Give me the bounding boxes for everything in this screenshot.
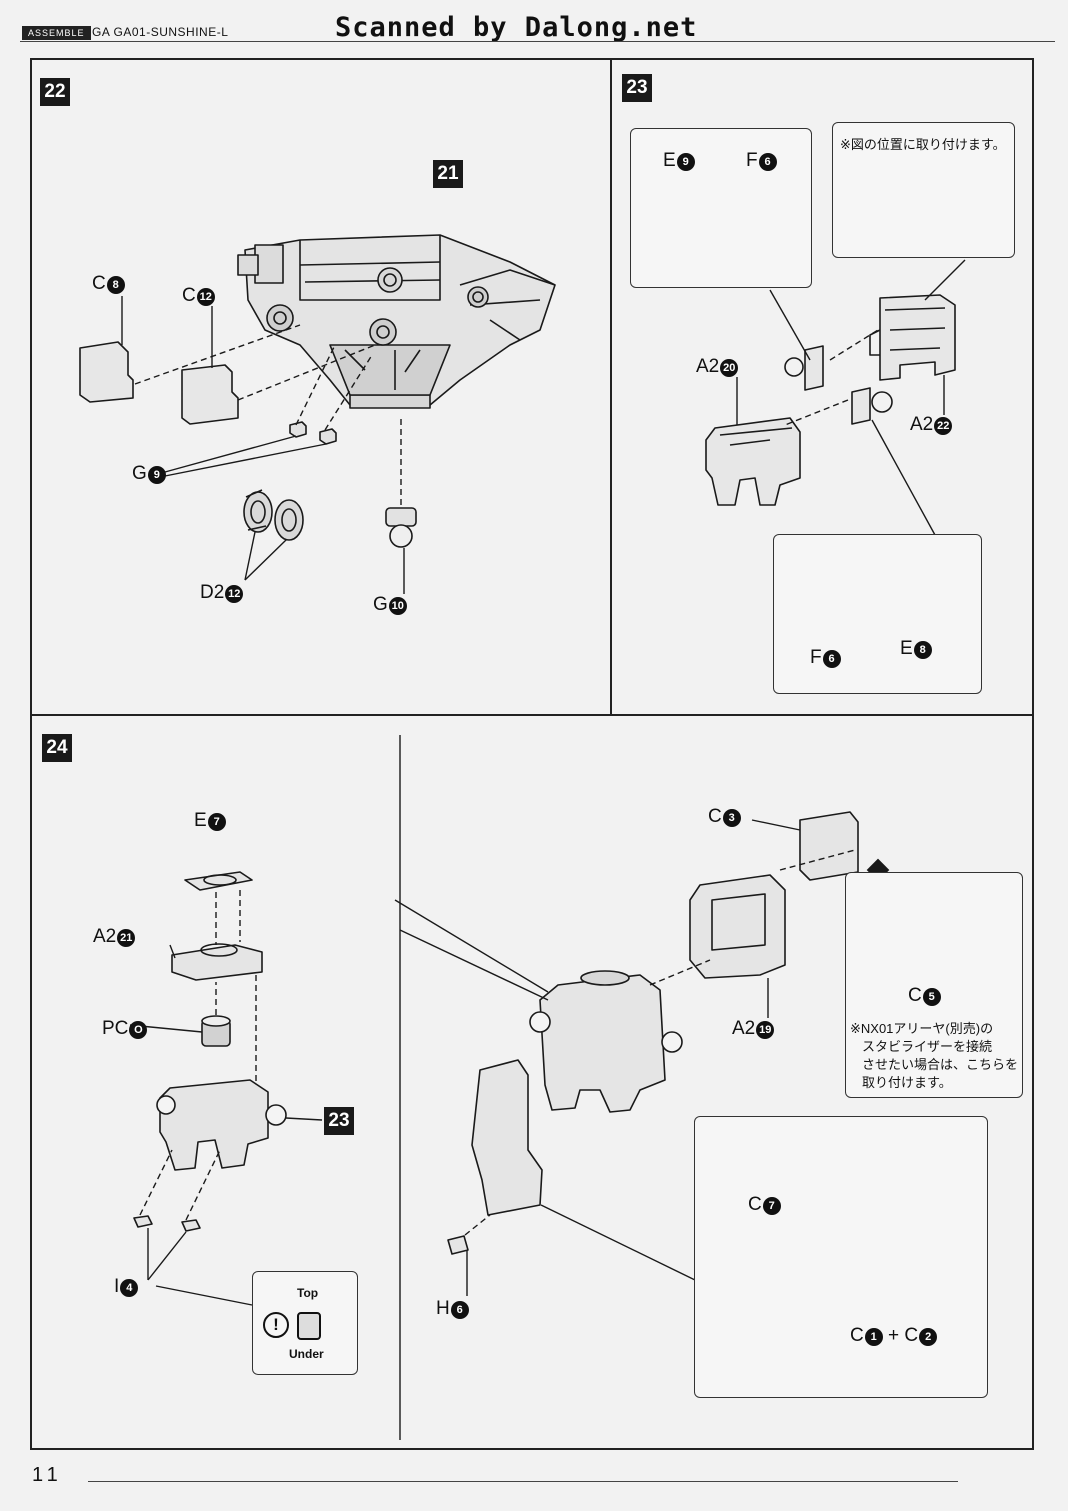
part-pc-o-drawing [201,1015,231,1047]
callout-stabilizer-option [845,872,1023,1098]
under-label: Under [289,1347,324,1361]
part-h6-drawing [447,1235,469,1255]
part-g10-drawing [385,507,417,548]
top-label: Top [297,1286,319,1300]
warning-icon: ! [263,1312,289,1338]
top-under-callout: Top ! Under [252,1271,358,1375]
gate-mark-icon [297,1312,321,1340]
step-24-ref-23: 23 [324,1107,354,1135]
page-header: ASSEMBLE GA GA01-SUNSHINE-L Scanned by D… [20,12,1055,43]
part-c3-drawing [799,811,859,881]
model-name: GA GA01-SUNSHINE-L [92,25,229,39]
stabilizer-note-line-4: 取り付けます。 [862,1075,952,1090]
step-24-number: 24 [42,734,72,762]
step-24-leg-drawing [471,1059,543,1216]
stabilizer-note-line-3: させたい場合は、こちらを [862,1057,1019,1072]
step-24-torso-drawing [529,970,683,1113]
step-24-hip-drawing [156,1079,287,1171]
stabilizer-note-line-2: スタビライザーを接続 [862,1039,993,1054]
callout-f6-e8 [773,534,982,694]
part-c12-drawing [181,364,239,425]
footer-rule [88,1481,958,1482]
step-23-frame-drawing [869,294,956,381]
step-22-ref-21: 21 [433,160,463,188]
part-i4-drawing [133,1215,201,1232]
scan-credit: Scanned by Dalong.net [335,12,698,43]
header-rule [20,41,1055,42]
part-a2-19-drawing [689,874,786,979]
step-24-panel [30,714,1034,1450]
step-23-hip-drawing [705,417,801,506]
step-22-body-drawing [237,234,556,409]
position-note: ※図の位置に取り付けます。 [840,137,1006,152]
assemble-badge: ASSEMBLE [22,26,91,40]
stabilizer-note-line-1: ※NX01アリーヤ(別売)の [850,1021,994,1036]
part-g9-drawing [289,421,337,445]
part-c8-drawing [79,341,134,403]
callout-position [832,122,1015,258]
page-number: 11 [32,1464,63,1486]
callout-e9-f6 [630,128,812,288]
part-d2-12-drawing [243,489,304,541]
step-22-number: 22 [40,78,70,106]
step-23-number: 23 [622,74,652,102]
callout-leg-parts [694,1116,988,1398]
part-a2-21-drawing [171,943,263,981]
